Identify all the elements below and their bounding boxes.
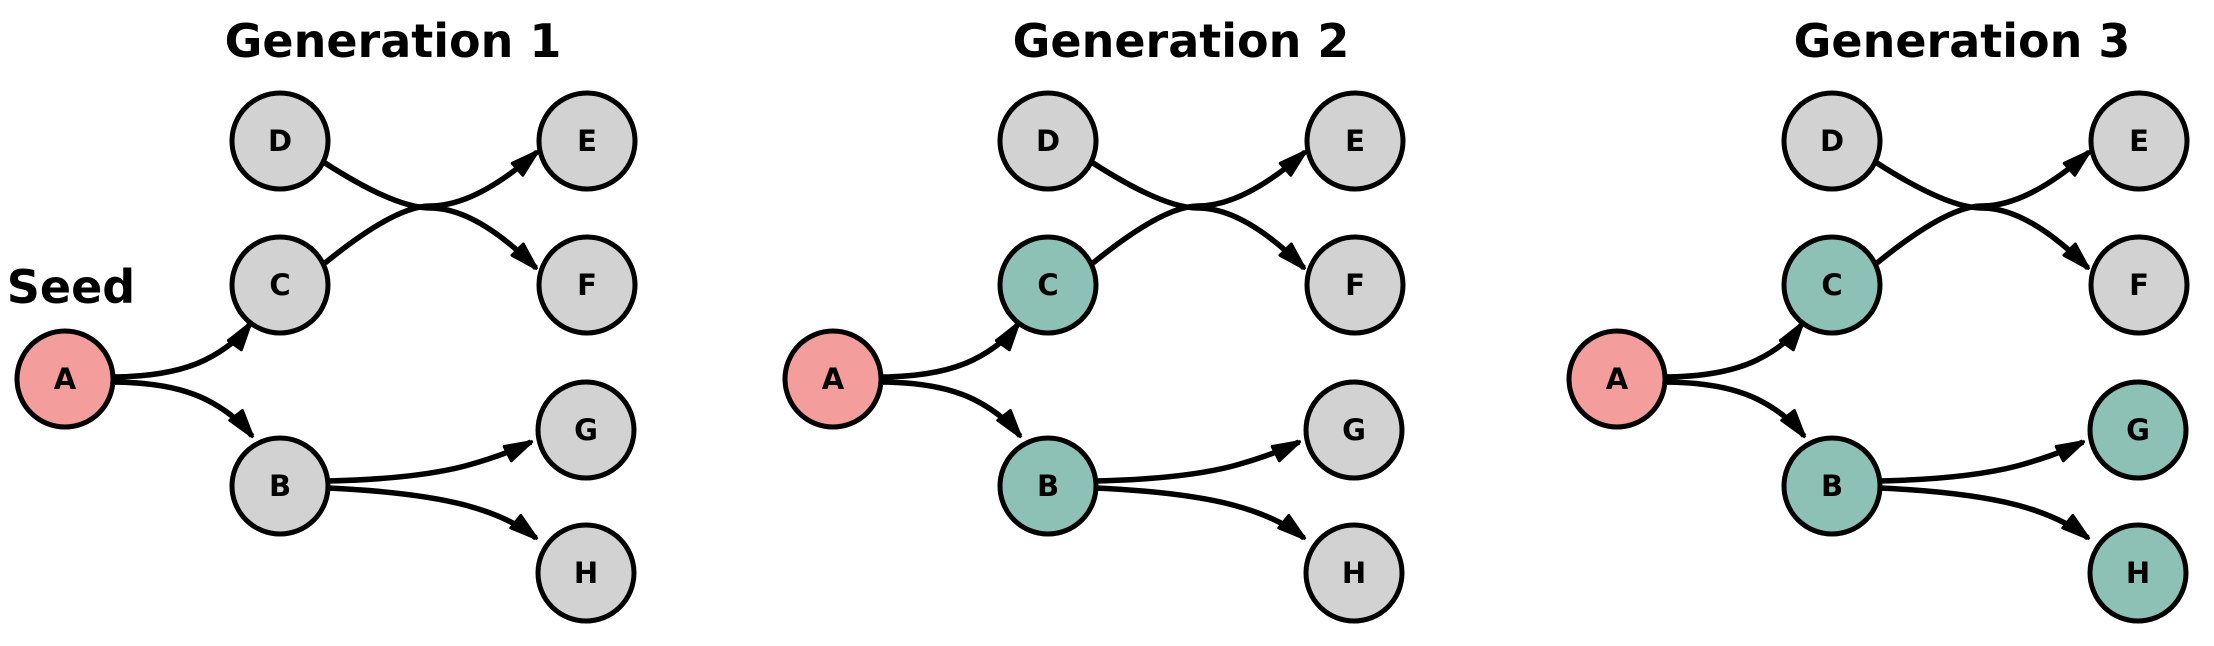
edge-B-H bbox=[327, 485, 536, 541]
edge-B-H bbox=[1879, 485, 2088, 541]
edge-A-B bbox=[877, 379, 1023, 436]
node-A-label: A bbox=[1606, 362, 1629, 396]
node-C bbox=[1781, 234, 1883, 336]
edge-A-B bbox=[109, 379, 255, 436]
node-E bbox=[2088, 90, 2190, 192]
node-H-label: H bbox=[574, 556, 598, 590]
node-A bbox=[782, 328, 884, 430]
node-G bbox=[1303, 379, 1405, 481]
panel-generation-3: Generation 3 A B C D E F G H bbox=[1566, 14, 2190, 624]
edge-A-C bbox=[877, 324, 1021, 380]
node-B bbox=[1781, 435, 1883, 537]
node-F-label: F bbox=[1345, 268, 1365, 302]
edge-D-F bbox=[1875, 160, 2088, 268]
node-H bbox=[535, 522, 637, 624]
node-G bbox=[2087, 379, 2189, 481]
node-C-label: C bbox=[1037, 268, 1058, 302]
node-B bbox=[229, 435, 331, 537]
node-D bbox=[997, 90, 1099, 192]
node-D bbox=[1781, 90, 1883, 192]
edge-B-G bbox=[1879, 439, 2083, 484]
node-C-label: C bbox=[1821, 268, 1842, 302]
node-A-label: A bbox=[54, 362, 77, 396]
node-H bbox=[2087, 522, 2189, 624]
edge-B-G bbox=[327, 439, 531, 484]
node-D-label: D bbox=[1036, 124, 1060, 158]
panel-title: Generation 3 bbox=[1794, 14, 2131, 68]
node-H-label: H bbox=[2126, 556, 2150, 590]
edge-A-C bbox=[109, 324, 253, 380]
panel-generation-2: Generation 2 A B C D E F G H bbox=[782, 14, 1406, 624]
node-D-label: D bbox=[268, 124, 292, 158]
node-F bbox=[2088, 234, 2190, 336]
node-E bbox=[1304, 90, 1406, 192]
node-H-label: H bbox=[1342, 556, 1366, 590]
node-E-label: E bbox=[577, 124, 597, 158]
seed-label: Seed bbox=[7, 260, 135, 314]
node-G-label: G bbox=[574, 413, 598, 447]
node-F bbox=[1304, 234, 1406, 336]
node-B bbox=[997, 435, 1099, 537]
edge-D-F bbox=[1091, 160, 1304, 268]
edge-B-G bbox=[1095, 439, 1299, 484]
node-F bbox=[536, 234, 638, 336]
panel-title: Generation 1 bbox=[225, 14, 562, 68]
edge-B-H bbox=[1095, 485, 1304, 541]
node-B-label: B bbox=[1037, 469, 1059, 503]
node-G bbox=[535, 379, 637, 481]
edge-D-F bbox=[323, 160, 536, 268]
node-A-label: A bbox=[822, 362, 845, 396]
node-D bbox=[229, 90, 331, 192]
node-D-label: D bbox=[1820, 124, 1844, 158]
node-C bbox=[997, 234, 1099, 336]
node-E-label: E bbox=[2129, 124, 2149, 158]
node-E bbox=[536, 90, 638, 192]
node-C bbox=[229, 234, 331, 336]
node-E-label: E bbox=[1345, 124, 1365, 158]
node-C-label: C bbox=[269, 268, 290, 302]
edge-A-B bbox=[1661, 379, 1807, 436]
node-F-label: F bbox=[577, 268, 597, 302]
node-H bbox=[1303, 522, 1405, 624]
edge-A-C bbox=[1661, 324, 1805, 380]
node-A bbox=[1566, 328, 1668, 430]
node-G-label: G bbox=[1342, 413, 1366, 447]
node-G-label: G bbox=[2126, 413, 2150, 447]
node-B-label: B bbox=[1821, 469, 1843, 503]
node-B-label: B bbox=[269, 469, 291, 503]
panel-title: Generation 2 bbox=[1013, 14, 1350, 68]
node-F-label: F bbox=[2129, 268, 2149, 302]
node-A bbox=[14, 328, 116, 430]
